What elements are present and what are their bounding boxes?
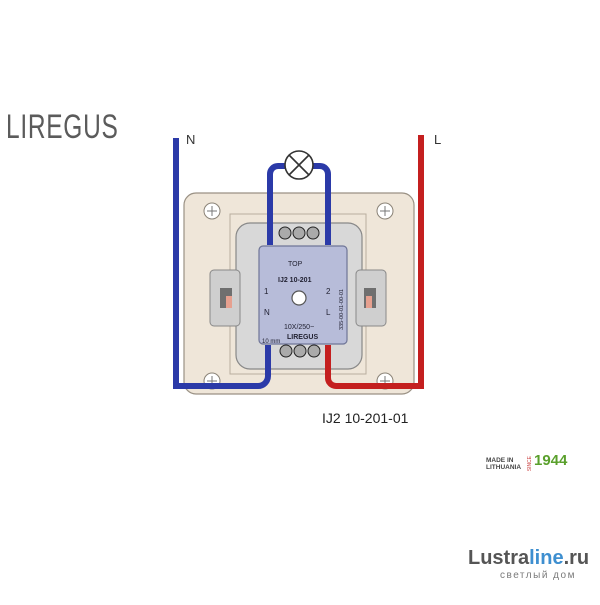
liregus-logo: LIREGUS — [6, 108, 119, 146]
model-label: IJ2 10-201-01 — [322, 410, 409, 426]
watermark-tagline: светлый дом — [500, 570, 576, 581]
switch-face — [258, 245, 348, 345]
made-in-line1: MADE IN — [486, 457, 514, 464]
watermark-name-tld: .ru — [563, 547, 590, 569]
since-year: 1944 — [534, 452, 568, 469]
lamp-icon — [284, 150, 314, 180]
contact-left-top: 1 — [264, 287, 269, 296]
face-rating-text: 10X/250~ — [284, 324, 314, 331]
made-in-line2: LITHUANIA — [486, 464, 522, 471]
made-in-badge: MADE IN LITHUANIA — [486, 457, 521, 471]
contact-right-bottom: L — [326, 308, 331, 317]
line-label: L — [434, 132, 442, 147]
neutral-wire — [173, 138, 271, 389]
lustraline-watermark: Lustraline.ru — [468, 547, 589, 570]
neutral-label: N — [186, 132, 196, 147]
watermark-name-main: Lustra — [468, 547, 530, 569]
face-strip-text: 10 mm — [262, 339, 280, 345]
lamp-wire-left — [267, 163, 286, 245]
since-text: SINCE — [527, 456, 533, 472]
face-model-text: IJ2 10-201 — [278, 277, 312, 284]
watermark-name-accent: line — [529, 547, 564, 569]
side-code-text: 335-00-01-00-01 — [339, 289, 345, 330]
face-top-text: TOP — [288, 261, 303, 268]
line-wire — [325, 135, 424, 389]
lamp-wire-right — [312, 163, 331, 245]
face-brand-text: LIREGUS — [287, 334, 318, 341]
terminal-screws — [278, 226, 321, 358]
contact-right-top: 2 — [326, 287, 331, 296]
contact-left-bottom: N — [264, 308, 270, 317]
